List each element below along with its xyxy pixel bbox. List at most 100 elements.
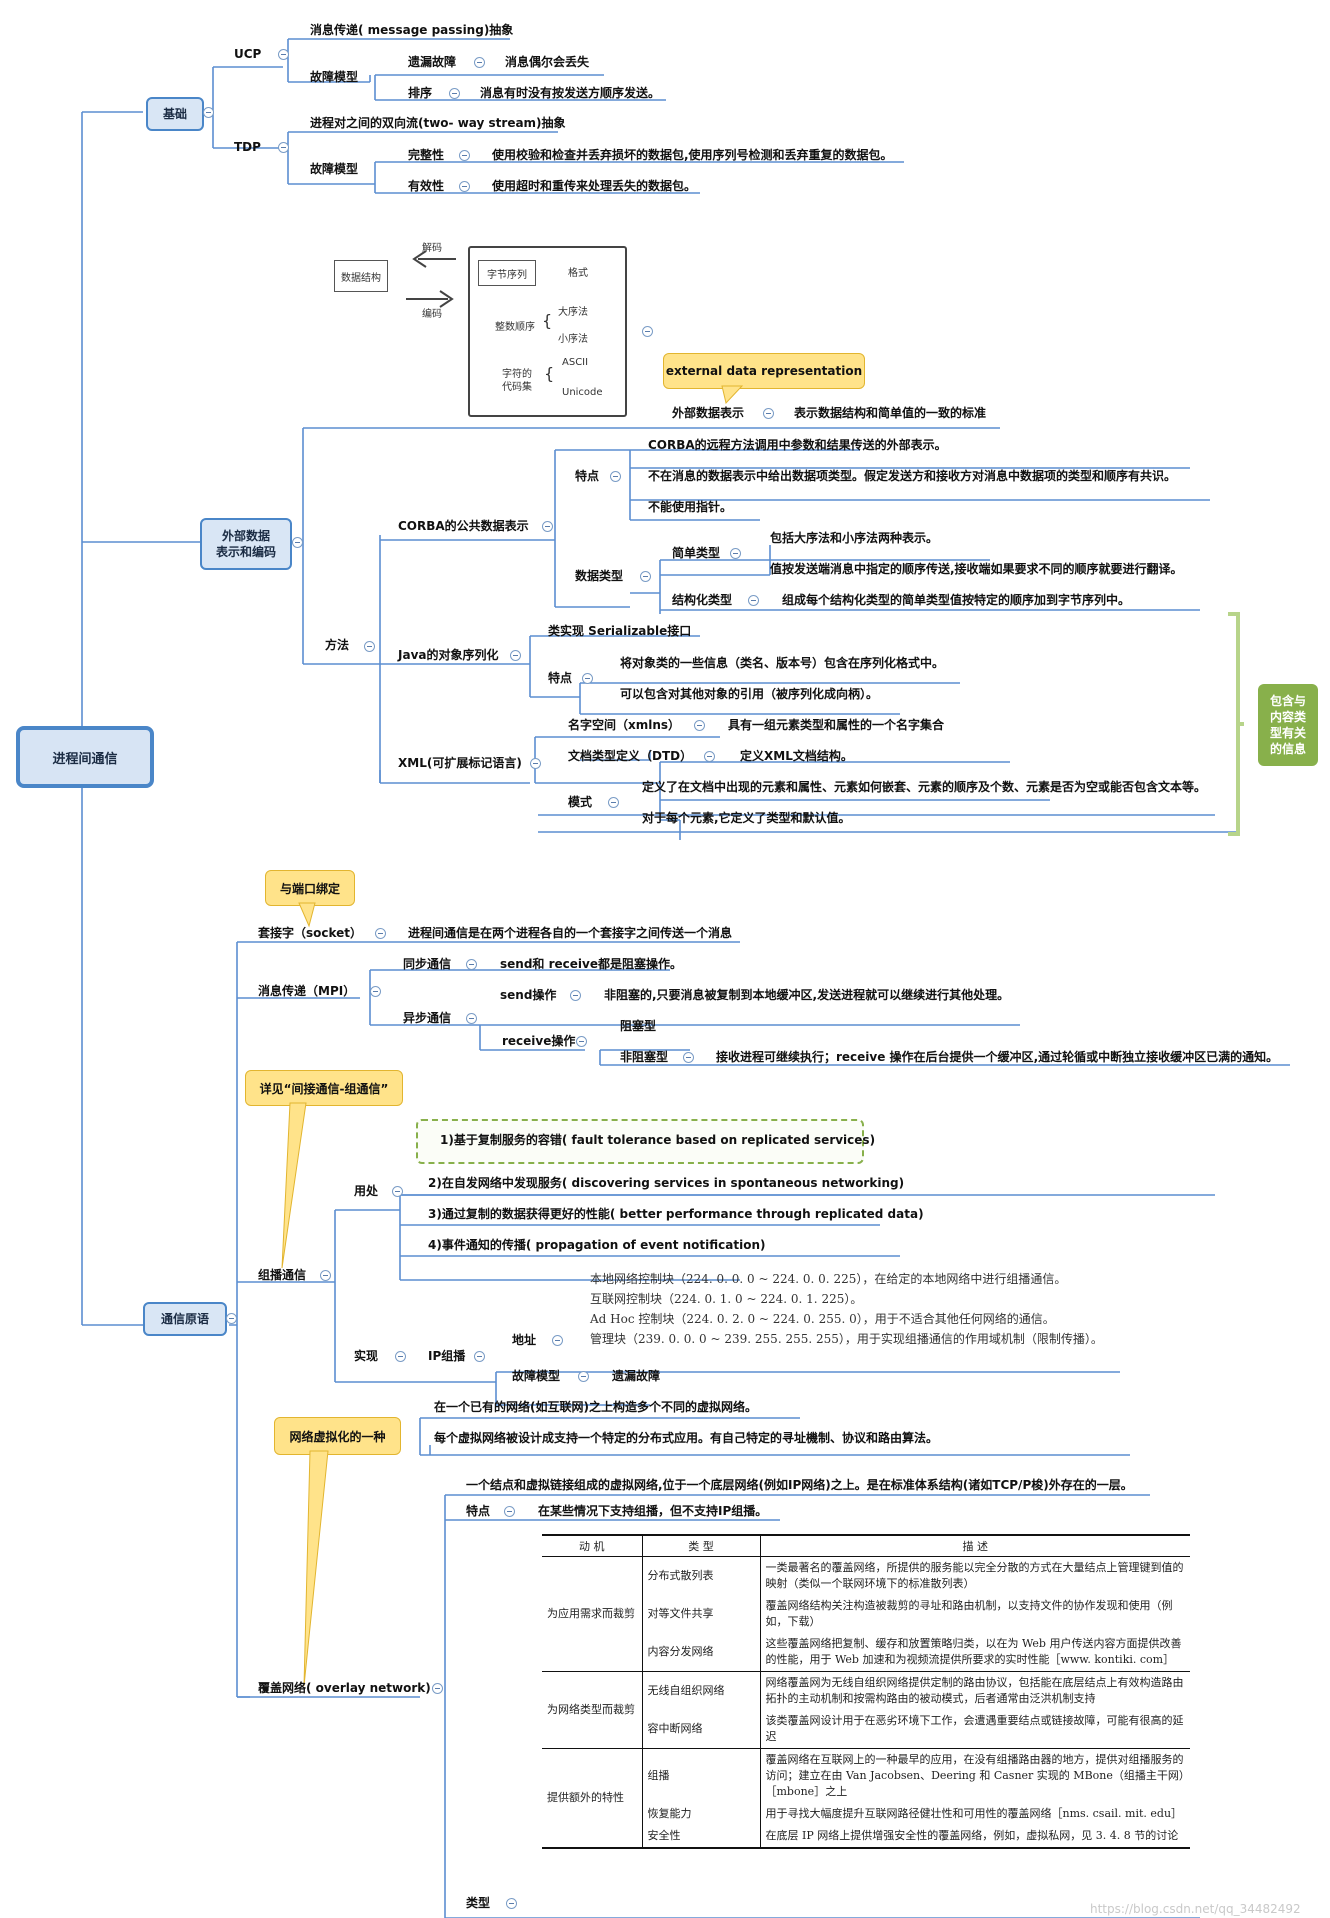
collapse-icon[interactable] (610, 471, 621, 482)
collapse-icon[interactable] (504, 1506, 515, 1517)
mpi-label: 消息传递（MPI） (258, 984, 356, 998)
collapse-icon[interactable] (552, 1335, 563, 1346)
collapse-icon[interactable] (278, 49, 289, 60)
virt-2: 每个虚拟网络被设计成支持一个特定的分布式应用。有自己特定的寻址機制、协议和路由算… (434, 1431, 939, 1445)
collapse-icon[interactable] (474, 1351, 485, 1362)
collapse-icon[interactable] (578, 1371, 589, 1382)
root-node[interactable]: 进程间通信 (16, 726, 154, 788)
table-type: 无线自组织网络 (641, 1671, 760, 1710)
tdp-label: TDP (234, 140, 261, 154)
collapse-icon[interactable] (459, 150, 470, 161)
collapse-icon[interactable] (704, 751, 715, 762)
socket-desc: 进程间通信是在两个进程各自的一个套接字之间传送一个消息 (408, 926, 733, 940)
table-desc: 覆盖网络结构关注构造被裁剪的寻址和路由机制，以支持文件的协作发现和使用（例如，下… (759, 1595, 1190, 1633)
collapse-icon[interactable] (570, 990, 581, 1001)
xml-dtd-desc: 定义XML文档结构。 (740, 749, 853, 763)
collapse-icon[interactable] (530, 758, 541, 769)
watermark: https://blog.csdn.net/qq_34482492 (1090, 1902, 1301, 1916)
ucp-omission: 遗漏故障 (408, 55, 457, 69)
ucp-ordering: 排序 (408, 86, 433, 100)
collapse-icon[interactable] (542, 521, 553, 532)
callout-pointer (721, 385, 744, 405)
collapse-icon[interactable] (292, 537, 303, 548)
table-type: 对等文件共享 (641, 1595, 760, 1633)
corba-feat-2: 不在消息的数据表示中给出数据项类型。假定发送方和接收方对消息中数据项的类型和顺序… (648, 469, 1177, 483)
green-note-box: 包含与内容类型有关的信息 (1258, 684, 1318, 766)
collapse-icon[interactable] (474, 57, 485, 68)
callout-pointer (298, 902, 316, 928)
table-type: 容中断网络 (641, 1710, 760, 1749)
collapse-icon[interactable] (459, 181, 470, 192)
collapse-icon[interactable] (392, 1186, 403, 1197)
tdp-validity-desc: 使用超时和重传来处理丢失的数据包。 (492, 179, 697, 193)
callout-group-comm: 详见“间接通信-组通信” (245, 1070, 403, 1106)
addr-item-2: 互联网控制块（224. 0. 1. 0 ~ 224. 0. 1. 225）。 (590, 1292, 863, 1306)
table-type: 分布式散列表 (641, 1556, 760, 1595)
ucp-ordering-desc: 消息有时没有按发送方顺序发送。 (480, 86, 661, 100)
table-desc: 在底层 IP 网络上提供增强安全性的覆盖网络，例如，虚拟私网，见 3. 4. 8… (759, 1825, 1190, 1848)
corba-label: CORBA的公共数据表示 (398, 519, 529, 533)
format-label: 格式 (568, 268, 588, 279)
mpi-nonblock: 非阻塞型 (620, 1050, 669, 1064)
collapse-icon[interactable] (449, 88, 460, 99)
mpi-async: 异步通信 (403, 1011, 452, 1025)
ip-multicast-label: IP组播 (428, 1349, 466, 1363)
mpi-nonblock-desc: 接收进程可继续执行；receive 操作在后台提供一个缓冲区,通过轮循或中断独立… (716, 1050, 1279, 1064)
xml-ns-desc: 具有一组元素类型和属性的一个名字集合 (728, 718, 945, 732)
collapse-icon[interactable] (203, 107, 214, 118)
collapse-icon[interactable] (694, 720, 705, 731)
branch-external-data[interactable]: 外部数据表示和编码 (200, 518, 292, 570)
byte-sequence-frame (468, 246, 627, 417)
external-repr-desc: 表示数据结构和简单值的一致的标准 (794, 406, 987, 420)
collapse-icon[interactable] (608, 797, 619, 808)
overlay-types-table: 动 机 类 型 描 述 为应用需求而裁剪 分布式散列表 一类最著名的覆盖网络，所… (542, 1534, 1190, 1849)
collapse-icon[interactable] (320, 1270, 331, 1281)
collapse-icon[interactable] (375, 928, 386, 939)
overlay-feat-desc: 在某些情况下支持组播，但不支持IP组播。 (538, 1504, 768, 1518)
branch-basic[interactable]: 基础 (146, 97, 204, 131)
collapse-icon[interactable] (395, 1351, 406, 1362)
collapse-icon[interactable] (466, 959, 477, 970)
charset-label-1: 字符的 (502, 369, 532, 380)
collapse-icon[interactable] (730, 548, 741, 559)
collapse-icon[interactable] (506, 1898, 517, 1909)
collapse-icon[interactable] (640, 571, 651, 582)
corba-feat-1: CORBA的远程方法调用中参数和结果传送的外部表示。 (648, 438, 947, 452)
external-repr: 外部数据表示 (672, 406, 745, 420)
collapse-icon[interactable] (278, 142, 289, 153)
overlay-layer: 一个结点和虚拟链接组成的虚拟网络,位于一个底层网络(例如IP网络)之上。是在标准… (466, 1478, 1133, 1492)
collapse-icon[interactable] (683, 1052, 694, 1063)
callout-pointer (303, 1450, 329, 1687)
xml-schema-2: 对于每个元素,它定义了类型和默认值。 (642, 811, 851, 825)
collapse-icon[interactable] (642, 326, 653, 337)
encoding-diagram: 数据结构 解码 编码 字节序列 格式 整数顺序 { 大序法 小序法 字符的 代码… (330, 235, 630, 417)
corba-struct-label: 结构化类型 (672, 593, 733, 607)
collapse-icon[interactable] (510, 650, 521, 661)
collapse-icon[interactable] (576, 1036, 587, 1047)
green-bracket (1228, 612, 1244, 836)
tdp-integrity: 完整性 (408, 148, 445, 162)
table-type: 恢复能力 (641, 1803, 760, 1825)
multicast-use-2: 2)在自发网络中发现服务( discovering services in sp… (428, 1176, 905, 1190)
corba-simple-label: 简单类型 (672, 546, 721, 560)
table-desc: 一类最著名的覆盖网络，所提供的服务能以完全分散的方式在大量结点上管理键到值的映射… (759, 1556, 1190, 1595)
collapse-icon[interactable] (466, 1013, 477, 1024)
table-motive: 为网络类型而裁剪 (542, 1671, 642, 1749)
ucp-label: UCP (234, 47, 262, 61)
addr-label: 地址 (512, 1333, 537, 1347)
callout-network-virtualization: 网络虚拟化的一种 (274, 1417, 401, 1455)
callout-pointer (281, 1102, 307, 1269)
ucp-omission-desc: 消息偶尔会丢失 (505, 55, 590, 69)
multicast-use-3: 3)通过复制的数据获得更好的性能( better performance thr… (428, 1207, 924, 1221)
overlay-feat-label: 特点 (466, 1504, 491, 1518)
collapse-icon[interactable] (226, 1313, 237, 1324)
collapse-icon[interactable] (364, 641, 375, 652)
collapse-icon[interactable] (763, 408, 774, 419)
branch-comm-primitives[interactable]: 通信原语 (143, 1302, 227, 1336)
collapse-icon[interactable] (748, 595, 759, 606)
collapse-icon[interactable] (370, 986, 381, 997)
brace-icon: { (542, 311, 553, 330)
collapse-icon[interactable] (432, 1683, 443, 1694)
collapse-icon[interactable] (582, 673, 593, 684)
